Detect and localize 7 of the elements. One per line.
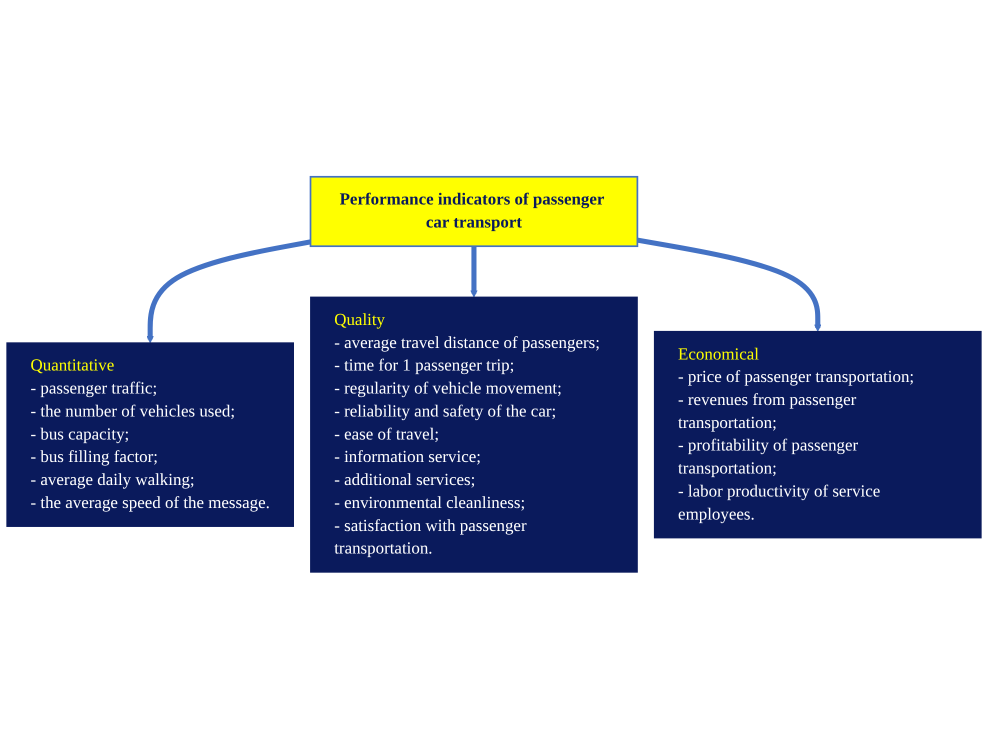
arrow (470, 246, 478, 298)
node-box: Performance indicators of passenger car transport (310, 176, 638, 248)
node-box: Quantitative - passenger traffic; - the number of vehicles used; - bus capacity; - bus filling factor; - average daily walking; - the average speed of the message. (6, 342, 294, 528)
node-box: Quality - average travel distance of passengers; - time for 1 passenger trip; - regularity of vehicle movement; - reliability and safety of the car; - ease of travel; - information service; - additional services; - environmental cleanliness; - satisfaction with passenger transportation. (310, 297, 638, 574)
arrow (146, 240, 311, 344)
arrow (636, 238, 822, 332)
node-box: Economical - price of passenger transportation; - revenues from passenger transportation; - profitability of passenger transportation; - labor productivity of service employees. (654, 331, 982, 539)
